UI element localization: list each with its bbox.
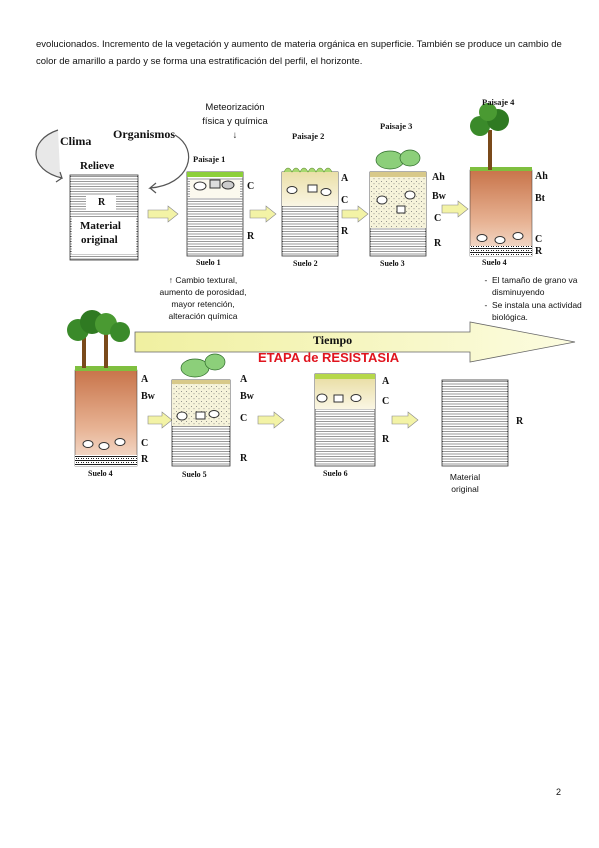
- intro-paragraph: evolucionados. Incremento de la vegetaci…: [36, 39, 562, 67]
- organismos-curved-arrow: [148, 134, 190, 194]
- material-bottom-horizon-r: R: [516, 416, 524, 427]
- suelo5-horizon-a: A: [240, 374, 248, 385]
- note-item: El tamaño de grano va disminuyendo: [492, 274, 596, 298]
- tiempo-arrow: [134, 321, 576, 363]
- suelo4b-horizon-c: C: [141, 438, 149, 449]
- material-original-line1: Material: [80, 220, 121, 232]
- horizon-r-material: R: [98, 197, 106, 208]
- suelo3-horizon-c: C: [434, 213, 442, 224]
- page-number: 2: [556, 787, 562, 797]
- material-original-bottom-label: Material original: [449, 472, 481, 494]
- suelo-4b-label: Suelo 4: [88, 469, 113, 478]
- suelo6-horizon-r: R: [382, 434, 390, 445]
- suelo1-horizon-c: C: [247, 181, 255, 192]
- paisaje-4-label: Paisaje 4: [482, 97, 515, 107]
- notes-list: El tamaño de grano va disminuyendo Se in…: [480, 274, 596, 324]
- clima-label: Clima: [60, 134, 92, 148]
- suelo-4-profile: [469, 103, 533, 257]
- suelo-5-label: Suelo 5: [182, 470, 207, 479]
- suelo5-horizon-bw: Bw: [240, 391, 254, 402]
- suelo5-horizon-r: R: [240, 453, 248, 464]
- suelo-4-label: Suelo 4: [482, 258, 507, 267]
- arrow-7: [391, 411, 419, 429]
- suelo4b-horizon-r: R: [141, 454, 149, 465]
- suelo5-horizon-c: C: [240, 413, 248, 424]
- suelo4b-horizon-a: A: [141, 374, 149, 385]
- clima-curved-arrow: [35, 129, 63, 183]
- suelo3-horizon-r: R: [434, 238, 442, 249]
- etapa-title: ETAPA de RESISTASIA: [258, 350, 400, 365]
- suelo-2-profile: [281, 167, 339, 257]
- material-original-bottom-block: [441, 379, 509, 467]
- tiempo-label: Tiempo: [313, 333, 353, 347]
- organismos-label: Organismos: [113, 127, 176, 141]
- cambio-textural-text: ↑ Cambio textural, aumento de porosidad,…: [159, 275, 247, 321]
- suelo3-horizon-ah: Ah: [432, 172, 445, 183]
- suelo6-horizon-a: A: [382, 376, 390, 387]
- relieve-label: Relieve: [80, 160, 115, 172]
- material-original-block: [69, 174, 139, 261]
- arrow-5: [147, 411, 173, 429]
- suelo4-horizon-r: R: [535, 246, 543, 257]
- suelo2-horizon-a: A: [341, 173, 349, 184]
- paisaje-2-label: Paisaje 2: [292, 131, 325, 141]
- suelo2-horizon-r: R: [341, 226, 349, 237]
- suelo3-horizon-bw: Bw: [432, 191, 446, 202]
- suelo-3-profile: [369, 149, 427, 257]
- arrow-2: [249, 205, 277, 223]
- suelo4-horizon-c: C: [535, 234, 543, 245]
- material-original-line2: original: [81, 234, 118, 246]
- paisaje-3-label: Paisaje 3: [380, 121, 413, 131]
- suelo-1-label: Suelo 1: [196, 258, 221, 267]
- note-item: Se instala una actividad biológica.: [492, 299, 596, 323]
- paisaje-1-label: Paisaje 1: [193, 154, 226, 164]
- arrow-4: [441, 200, 469, 218]
- arrow-6: [257, 411, 285, 429]
- suelo2-horizon-c: C: [341, 195, 349, 206]
- suelo-4b-profile: [67, 310, 138, 467]
- suelo-2-label: Suelo 2: [293, 259, 318, 268]
- meteorizacion-label: Meteorización física y química ↓: [202, 102, 268, 141]
- suelo-3-label: Suelo 3: [380, 259, 405, 268]
- suelo1-horizon-r: R: [247, 231, 255, 242]
- suelo-6-profile: [314, 373, 376, 467]
- suelo6-horizon-c: C: [382, 396, 390, 407]
- suelo-6-label: Suelo 6: [323, 469, 348, 478]
- suelo-1-profile: [186, 171, 244, 257]
- suelo4-horizon-bt: Bt: [535, 193, 545, 204]
- arrow-1: [147, 205, 179, 223]
- suelo-5-profile: [171, 353, 231, 467]
- suelo4b-horizon-bw: Bw: [141, 391, 155, 402]
- suelo4-horizon-ah: Ah: [535, 171, 548, 182]
- arrow-3: [341, 205, 369, 223]
